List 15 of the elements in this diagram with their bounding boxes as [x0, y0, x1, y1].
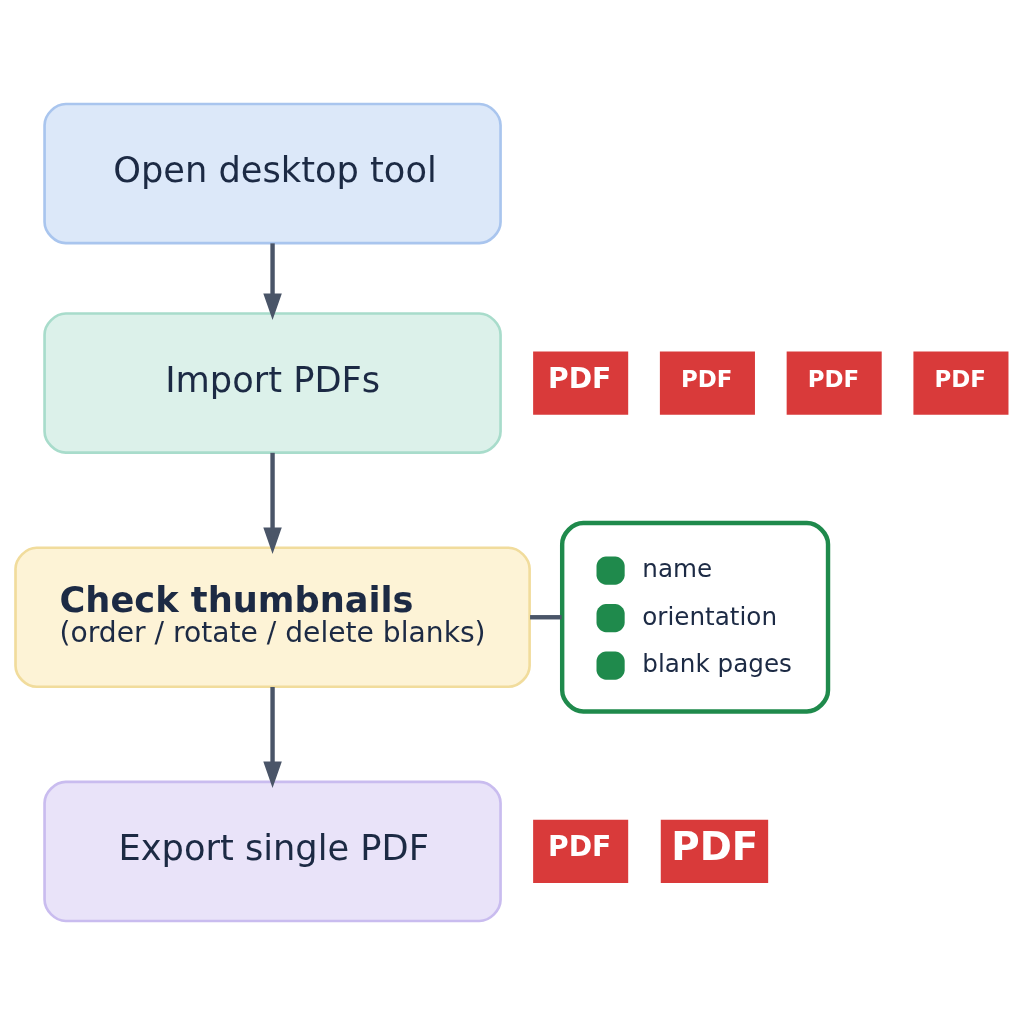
- node-box: Check thumbnails (order / rotate / delete blanks): [14, 545, 531, 688]
- label: PDF: [934, 365, 986, 392]
- node-box: Import PDFs: [43, 311, 502, 454]
- label: PDF: [548, 361, 612, 395]
- arrow: [263, 452, 282, 554]
- label: PDF: [671, 823, 759, 869]
- node-box: name orientation blank pages: [559, 520, 831, 714]
- node-box: Export single PDF: [43, 780, 502, 922]
- label: PDF: [807, 365, 860, 392]
- connector: [530, 614, 562, 619]
- label: PDF: [681, 365, 733, 392]
- arrow: [263, 686, 282, 788]
- label: PDF: [548, 829, 612, 863]
- node-box: Open desktop tool: [43, 102, 502, 244]
- arrow: [263, 242, 282, 320]
